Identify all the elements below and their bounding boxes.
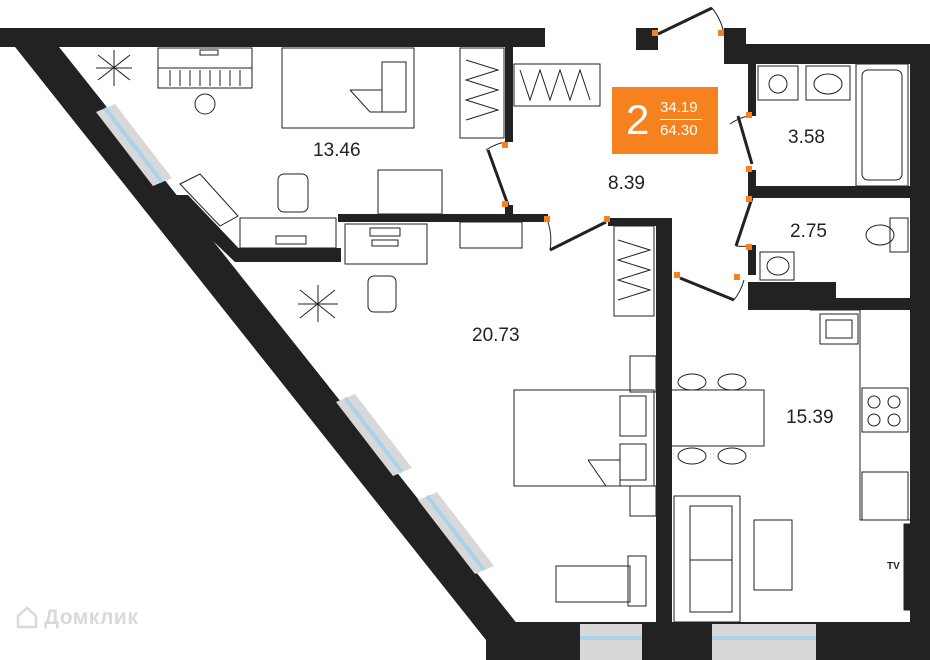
badge-divider bbox=[660, 119, 702, 120]
desk-icon bbox=[344, 223, 428, 265]
washing-machine-icon bbox=[757, 65, 799, 101]
house-logo-icon bbox=[16, 606, 38, 629]
kitchen-area-label: 15.39 bbox=[786, 407, 834, 428]
bed-icon bbox=[513, 355, 657, 517]
watermark: Домклик bbox=[44, 606, 139, 629]
windows bbox=[96, 104, 816, 660]
doors bbox=[485, 6, 754, 302]
wardrobe-icon bbox=[459, 47, 505, 139]
tv-icon bbox=[903, 523, 911, 611]
furniture bbox=[96, 47, 911, 623]
desk-icon bbox=[239, 217, 337, 259]
sofa-icon bbox=[673, 495, 741, 623]
hallway-area-label: 8.39 bbox=[608, 173, 645, 194]
bathroom-area-label: 3.58 bbox=[788, 127, 825, 148]
bed-icon bbox=[281, 47, 415, 129]
dining-table-icon bbox=[665, 373, 765, 465]
wardrobe-icon bbox=[613, 225, 655, 317]
total-area-value: 64.30 bbox=[660, 122, 698, 139]
dresser-icon bbox=[377, 169, 523, 249]
wardrobe-icon bbox=[513, 63, 601, 107]
lounger-icon bbox=[555, 555, 647, 607]
plant-icon bbox=[96, 50, 132, 86]
sink-icon bbox=[759, 65, 851, 281]
room-count: 2 bbox=[626, 96, 650, 143]
kitchen-counter-icon bbox=[810, 309, 910, 521]
chair-icon bbox=[277, 173, 397, 313]
living-room-area-label: 20.73 bbox=[472, 325, 520, 346]
bathtub-icon bbox=[855, 63, 909, 187]
plant-icon bbox=[298, 285, 338, 322]
apartment-badge: 2 34.19 64.30 bbox=[612, 87, 718, 154]
piano-icon bbox=[157, 47, 253, 115]
toilet-icon bbox=[865, 217, 909, 253]
radiator-icon bbox=[179, 173, 239, 227]
walls bbox=[0, 28, 930, 660]
bedroom-area-label: 13.46 bbox=[313, 140, 361, 161]
tv-label: TV bbox=[887, 561, 900, 572]
living-area-value: 34.19 bbox=[660, 99, 698, 116]
coffee-table-icon bbox=[753, 519, 793, 591]
toilet-area-label: 2.75 bbox=[790, 221, 827, 242]
door-markers bbox=[502, 30, 752, 280]
